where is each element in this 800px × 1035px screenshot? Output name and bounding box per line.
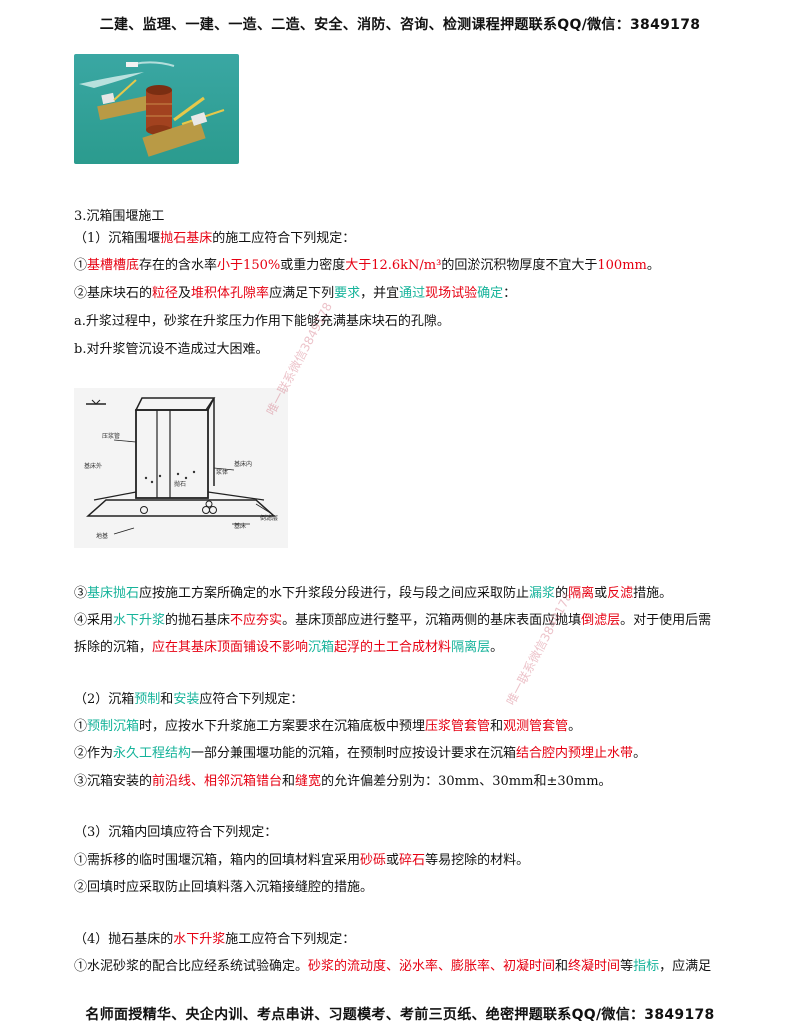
diagram-label-filter: 倒滤层 [260, 514, 278, 522]
s3-item-1: ①需拆移的临时围堰沉箱，箱内的回填材料宜采用砂砾或碎石等易挖除的材料。 [74, 853, 530, 868]
header-banner: 二建、监理、一建、一造、二造、安全、消防、咨询、检测课程押题联系QQ/微信：38… [99, 17, 701, 33]
caisson-photo-image [74, 54, 239, 164]
s1-item-4-cont: 拆除的沉箱，应在其基床顶面铺设不影响沉箱起浮的土工合成材料隔离层。 [74, 640, 504, 655]
s4-item-1: ①水泥砂浆的配合比应经系统试验确定。砂浆的流动度、泌水率、膨胀率、初凝时间和终凝… [74, 959, 712, 974]
s1-item-1: ①基槽槽底存在的含水率小于150%或重力密度大于12.6kN/m³的回淤沉积物厚… [74, 258, 660, 273]
s1-item-b: b.对升浆管沉设不造成过大困难。 [74, 342, 269, 357]
s2-item-1: ①预制沉箱时，应按水下升浆施工方案要求在沉箱底板中预埋压浆管套管和观测管套管。 [74, 719, 582, 734]
diagram-label-seabed: 地基 [96, 532, 108, 540]
s4-intro: （4）抛石基床的水下升浆施工应符合下列规定： [74, 932, 356, 947]
diagram-label-pipe: 压浆管 [102, 432, 120, 440]
s1-item-2: ②基床块石的粒径及堆积体孔隙率应满足下列要求，并宜通过现场试验确定： [74, 286, 517, 301]
s1-intro: （1）沉箱围堰抛石基床的施工应符合下列规定： [74, 231, 356, 246]
s2-item-3: ③沉箱安装的前沿线、相邻沉箱错台和缝宽的允许偏差分别为：30mm、30mm和±3… [74, 774, 612, 789]
diagram-label-bed: 基床 [234, 522, 246, 530]
s1-item-4: ④采用水下升浆的抛石基床不应夯实。基床顶部应进行整平，沉箱两侧的基床表面应抛填倒… [74, 613, 712, 628]
s3-item-2: ②回填时应采取防止回填料落入沉箱接缝腔的措施。 [74, 880, 374, 895]
diagram-label-riprap: 抛石 [174, 480, 186, 488]
s1-item-3: ③基床抛石应按施工方案所确定的水下升浆段分段进行，段与段之间应采取防止漏浆的隔离… [74, 586, 673, 601]
diagram-label-outside: 基床外 [84, 462, 102, 470]
caisson-section-diagram: 压浆管 基床外 基床内 浆体 抛石 基床 倒滤层 地基 [74, 388, 288, 548]
caisson-photo [74, 54, 239, 164]
s1-item-a: a.升浆过程中，砂浆在升浆压力作用下能够充满基床块石的孔隙。 [74, 314, 450, 329]
s2-intro: （2）沉箱预制和安装应符合下列规定： [74, 692, 304, 707]
footer-banner: 名师面授精华、央企内训、考点串讲、习题模考、考前三页纸、绝密押题联系QQ/微信：… [85, 1007, 715, 1023]
diagram-label-inside: 基床内 [234, 460, 252, 468]
s2-item-2: ②作为永久工程结构一部分兼围堰功能的沉箱，在预制时应按设计要求在沉箱结合腔内预埋… [74, 746, 647, 761]
section-title: 3.沉箱围堰施工 [74, 209, 165, 224]
s3-intro: （3）沉箱内回填应符合下列规定： [74, 825, 278, 840]
caisson-section-drawing: 压浆管 基床外 基床内 浆体 抛石 基床 倒滤层 地基 [74, 388, 288, 548]
diagram-label-grout: 浆体 [216, 468, 228, 476]
